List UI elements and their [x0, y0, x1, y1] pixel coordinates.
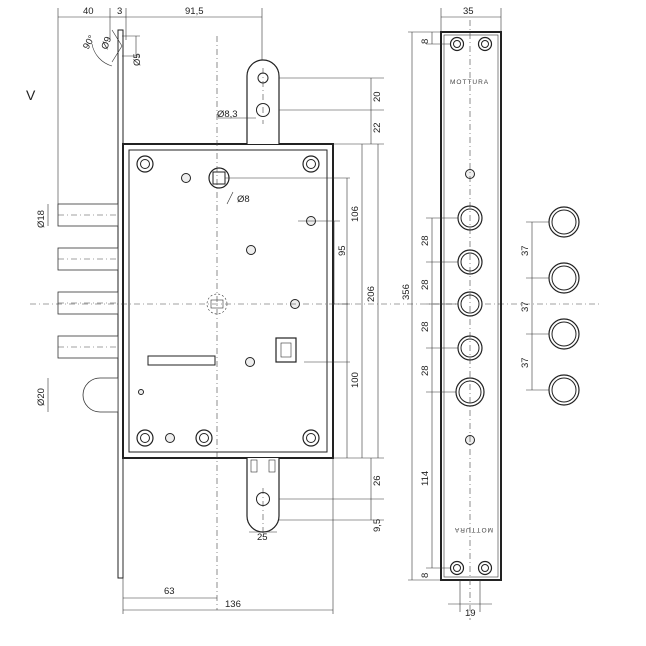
dim-37-c: 37	[520, 357, 531, 368]
dim-40: 40	[83, 6, 94, 17]
dim-28-c: 28	[420, 321, 431, 332]
dim-dia-8-3: Ø8,3	[217, 109, 238, 120]
dim-95: 95	[337, 245, 348, 256]
dim-dia-20: Ø20	[36, 388, 47, 406]
dim-dia-18: Ø18	[36, 210, 47, 228]
bottom-dimension-lines	[122, 458, 334, 614]
dim-114: 114	[420, 471, 431, 486]
dim-3: 3	[117, 6, 122, 17]
dim-100: 100	[350, 372, 361, 388]
dim-35: 35	[463, 6, 474, 17]
brand-top: MOTTURA	[450, 79, 489, 86]
bolt-pattern	[526, 206, 580, 406]
dim-206: 206	[366, 286, 377, 302]
dim-angle-90: 90°	[81, 33, 98, 51]
dim-dia-8: Ø8	[237, 194, 250, 205]
dim-37-a: 37	[520, 245, 531, 256]
case-dimension-lines	[225, 144, 384, 520]
bottom-tab	[246, 458, 384, 540]
faceplate-dimension-lines	[408, 8, 502, 612]
dim-22: 22	[372, 122, 383, 133]
dim-37-b: 37	[520, 301, 531, 312]
dim-28-a: 28	[420, 235, 431, 246]
dim-356: 356	[401, 284, 412, 300]
faceplate	[440, 20, 502, 620]
dim-20: 20	[372, 91, 383, 102]
top-tab	[218, 59, 384, 145]
dim-9-5: 9,5	[372, 519, 383, 532]
dim-dia-9: Ø9	[99, 35, 114, 51]
dim-63: 63	[164, 586, 175, 597]
bolt-group	[47, 203, 119, 413]
dim-106: 106	[350, 206, 361, 222]
brand-bottom: MOTTURA	[454, 526, 493, 533]
lock-case	[30, 36, 600, 610]
dim-136: 136	[225, 599, 241, 610]
dim-91-5: 91,5	[185, 6, 204, 17]
dim-19: 19	[465, 608, 476, 619]
dim-8-top: 8	[420, 39, 431, 44]
dim-26: 26	[372, 475, 383, 486]
dim-28-d: 28	[420, 365, 431, 376]
countersink-detail	[91, 29, 140, 67]
dim-28-b: 28	[420, 279, 431, 290]
dim-25: 25	[257, 532, 268, 543]
view-label: V	[26, 87, 36, 103]
dim-dia-5: Ø5	[132, 53, 143, 66]
dim-8-bottom: 8	[420, 573, 431, 578]
